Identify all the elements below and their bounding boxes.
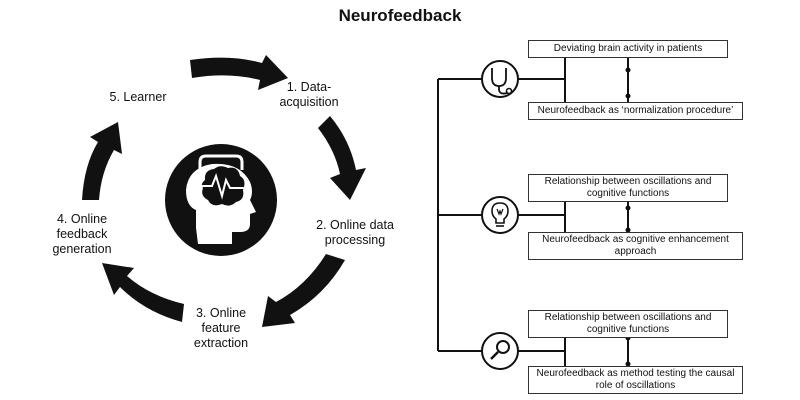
step-data-acquisition: 1. Data- acquisition (279, 80, 339, 109)
box-oscillations-cognitive-functions-1: Relationship between oscillations and co… (528, 174, 728, 202)
box-cognitive-enhancement: Neurofeedback as cognitive enhancement a… (528, 232, 743, 260)
box-normalization-procedure: Neurofeedback as ‘normalization procedur… (528, 102, 743, 120)
step-online-data-processing: 2. Online data processing (316, 218, 394, 247)
arrow-feedback-to-learner (82, 122, 122, 200)
step-online-feature-extraction: 3. Online feature extraction (193, 306, 249, 350)
arrow-learner-to-acquisition (190, 55, 288, 90)
head-brain-wave-icon (165, 144, 277, 256)
branch-dots (625, 67, 631, 367)
step-learner: 5. Learner (109, 90, 167, 104)
lightbulb-icon (481, 196, 519, 234)
box-deviating-brain-activity: Deviating brain activity in patients (528, 40, 728, 58)
box-causal-role-oscillations: Neurofeedback as method testing the caus… (528, 366, 743, 394)
arrow-acquisition-to-processing (318, 116, 366, 200)
stethoscope-icon (481, 60, 519, 98)
box-oscillations-cognitive-functions-2: Relationship between oscillations and co… (528, 310, 728, 338)
magnifier-icon (481, 332, 519, 370)
step-online-feedback-generation: 4. Online feedback generation (52, 212, 112, 256)
diagram-title: Neurofeedback (338, 6, 462, 25)
arrow-extraction-to-feedback (102, 263, 184, 322)
arrow-processing-to-extraction (262, 254, 345, 327)
cycle-arrows (82, 55, 366, 327)
